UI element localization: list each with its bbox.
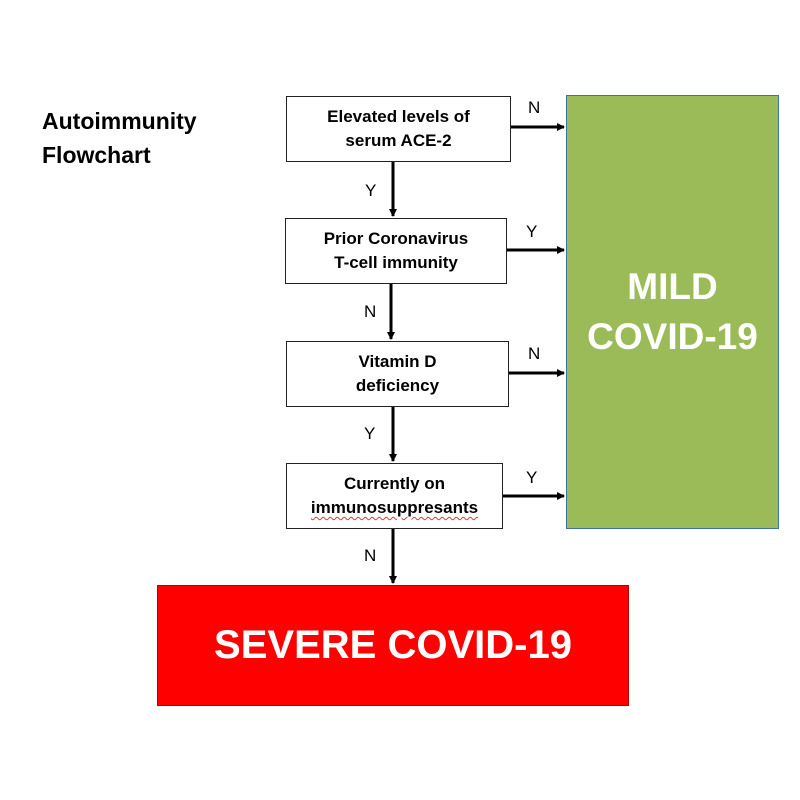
label-step3-down: Y xyxy=(364,424,376,443)
mild-line-1: MILD xyxy=(627,266,718,307)
label-step4-right: Y xyxy=(526,468,538,487)
decision-immuno-line-2: immunosuppresants xyxy=(310,498,479,517)
decision-immuno-line-1: Currently on xyxy=(343,474,446,493)
label-step2-right: Y xyxy=(526,222,538,241)
decision-box-vitamin-d: Vitamin D deficiency xyxy=(286,341,509,407)
decision-tcell-line-2: T-cell immunity xyxy=(334,253,458,272)
decision-vitamin-d-line-2: deficiency xyxy=(355,376,440,395)
decision-box-tcell: Prior Coronavirus T-cell immunity xyxy=(285,218,507,284)
label-step2-down: N xyxy=(364,302,377,321)
title-line-2: Flowchart xyxy=(42,142,151,168)
title-line-1: Autoimmunity xyxy=(42,108,197,134)
decision-box-ace2: Elevated levels of serum ACE-2 xyxy=(286,96,511,162)
label-step4-down: N xyxy=(364,546,377,565)
decision-vitamin-d-line-1: Vitamin D xyxy=(358,352,437,371)
decision-box-immunosuppressants: Currently on immunosuppresants xyxy=(286,463,503,529)
outcome-mild-covid: MILD COVID-19 xyxy=(566,95,779,529)
outcome-severe-covid: SEVERE COVID-19 xyxy=(157,585,629,706)
label-step1-down: Y xyxy=(365,181,377,200)
decision-ace2-line-2: serum ACE-2 xyxy=(345,131,452,150)
flowchart-title: Autoimmunity Flowchart xyxy=(42,104,197,172)
severe-label: SEVERE COVID-19 xyxy=(214,623,572,667)
label-step3-right: N xyxy=(528,344,541,363)
mild-line-2: COVID-19 xyxy=(587,316,758,357)
decision-tcell-line-1: Prior Coronavirus xyxy=(323,229,469,248)
decision-ace2-line-1: Elevated levels of xyxy=(327,107,470,126)
label-step1-right: N xyxy=(528,98,541,117)
